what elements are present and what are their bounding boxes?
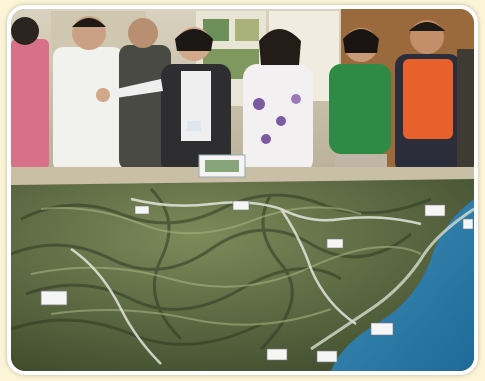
person-dark-shirt: [119, 45, 171, 170]
terrain-highlights: [30, 206, 422, 326]
map-marker: [134, 205, 150, 215]
map-marker: [370, 322, 394, 336]
terrain-model-photo: [11, 9, 474, 371]
terrain-rivers: [70, 197, 422, 365]
map-marker: [326, 238, 344, 249]
person-pink-shirt: [11, 39, 49, 169]
photo-frame: [7, 5, 478, 375]
terrain-sea: [331, 199, 474, 371]
poster-photo: [203, 19, 229, 41]
terrain-coast: [310, 207, 474, 351]
map-marker: [40, 290, 68, 306]
map-marker: [266, 348, 288, 361]
person-green-shirt: [329, 64, 391, 154]
map-marker: [462, 218, 474, 230]
map-marker: [424, 204, 446, 217]
terrain-model: [11, 179, 474, 371]
map-marker: [316, 350, 338, 363]
map-marker: [232, 200, 250, 211]
poster-photo: [235, 19, 259, 41]
person-white-shirt: [53, 47, 123, 172]
